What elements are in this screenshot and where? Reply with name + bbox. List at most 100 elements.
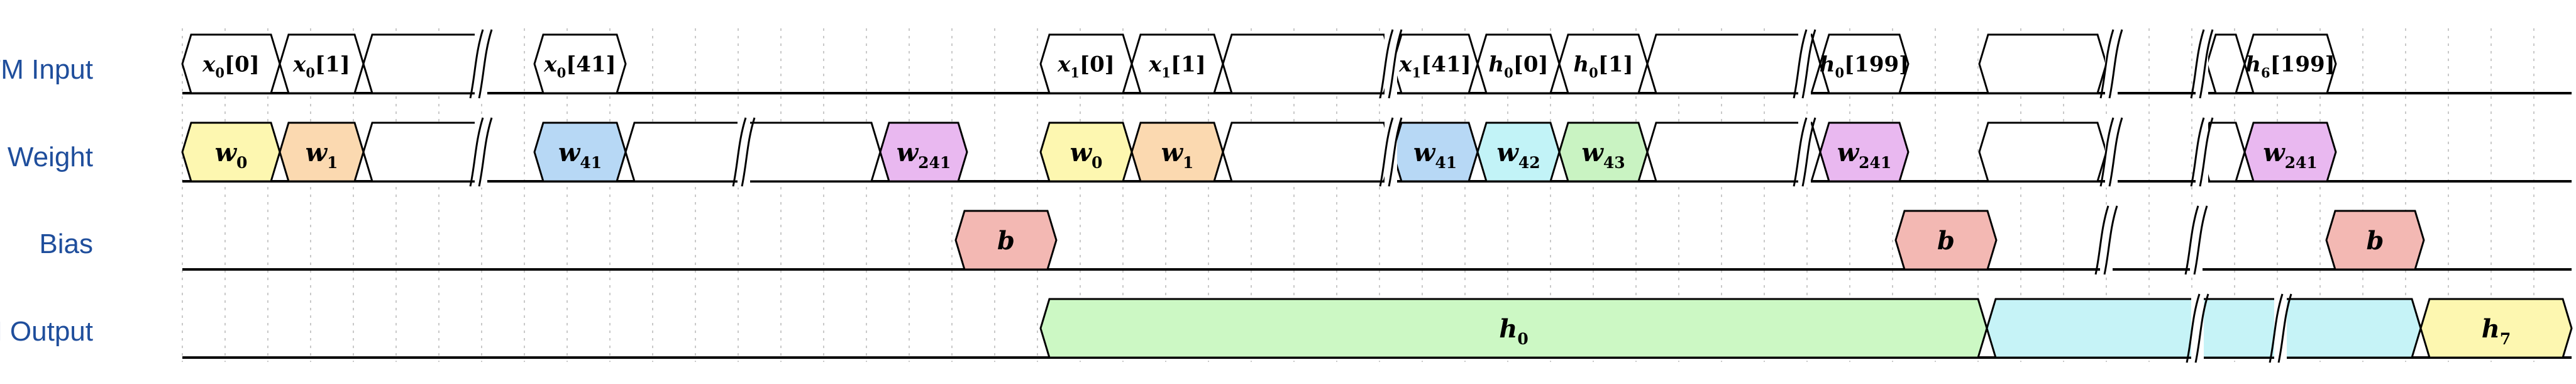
cell-subscript: 1	[1412, 65, 1422, 81]
weight-cell-shape-11	[1558, 121, 1649, 183]
bias-cell-0: b	[954, 210, 1058, 271]
break-mark-1	[1379, 28, 1403, 99]
cell-subscript: 0	[1835, 65, 1844, 81]
row-label-lstm-input: LSTM Input	[0, 54, 93, 85]
cell-symbol: w	[558, 138, 581, 167]
cell-symbol: w	[1581, 138, 1604, 167]
row-label-lstm-output: LSTM Output	[0, 316, 93, 347]
cell-symbol: h	[1488, 52, 1504, 77]
cell-symbol: w	[1161, 138, 1184, 167]
break-mark-12	[2184, 205, 2208, 276]
lstm-input-cell-label-3: x0[41]	[543, 52, 616, 81]
lstm-input-cell-10	[1646, 33, 1821, 94]
weight-cell-shape-4	[624, 121, 882, 183]
break-stroke	[732, 117, 747, 187]
cell-subscript: 1	[1070, 65, 1080, 81]
weight-cell-11: w43	[1558, 121, 1649, 183]
break-stroke	[1379, 117, 1394, 187]
cell-symbol: x	[1057, 52, 1071, 77]
lstm-input-cell-2	[362, 33, 485, 94]
cell-subscript: 0	[1092, 154, 1102, 172]
signal-cells: x0[0]x0[1]x0[41]x1[0]x1[1]x1[41]h0[0]h0[…	[181, 33, 2573, 359]
weight-cell-9: w41	[1391, 121, 1479, 183]
lstm-input-cell-6	[1222, 33, 1394, 94]
break-stroke	[2190, 29, 2205, 99]
lstm-input-cell-9: h0[1]	[1558, 33, 1649, 94]
break-stroke	[478, 117, 493, 187]
cell-subscript: 41	[580, 154, 602, 172]
bias-cell-shape-2	[2325, 210, 2425, 271]
cell-subscript: 0	[557, 65, 567, 81]
lstm-input-cell-5: x1[1]	[1130, 33, 1224, 94]
break-stroke	[2194, 293, 2209, 363]
break-stroke	[2099, 29, 2114, 99]
cell-symbol: b	[997, 226, 1015, 256]
cell-symbol: h	[1820, 52, 1835, 77]
cell-symbol: b	[1937, 226, 1955, 256]
weight-cell-label-3: w41	[558, 138, 602, 172]
cell-index: [1]	[1171, 52, 1206, 77]
cell-index: [1]	[315, 52, 350, 77]
cell-symbol: w	[1496, 138, 1519, 167]
cell-index: [1]	[1598, 52, 1633, 77]
break-mark-14	[2269, 293, 2292, 364]
weight-cell-7: w1	[1130, 121, 1224, 183]
weight-cell-label-1: w1	[306, 138, 338, 172]
lstm-input-cell-label-0: x0[0]	[202, 52, 260, 81]
weight-cell-16: w241	[2243, 121, 2337, 183]
lstm-input-cell-label-14: h6[199]	[2245, 52, 2335, 81]
weight-cell-shape-10	[1476, 121, 1561, 183]
cell-subscript: 0	[1504, 65, 1513, 81]
break-stroke	[1793, 117, 1808, 187]
weight-cell-label-10: w42	[1496, 138, 1540, 172]
weight-cell-shape-9	[1391, 121, 1479, 183]
break-stroke	[1379, 29, 1394, 99]
cell-subscript: 43	[1603, 154, 1625, 172]
break-stroke	[2269, 293, 2284, 363]
lstm-output-cell-shape-2	[2419, 298, 2573, 359]
bias-cell-shape-0	[954, 210, 1058, 271]
row-label-bias: Bias	[39, 229, 93, 259]
break-stroke	[2199, 117, 2214, 187]
weight-cell-6: w0	[1039, 121, 1133, 183]
cell-index: [0]	[224, 52, 260, 77]
break-mark-13	[2186, 293, 2209, 364]
lstm-input-cell-shape-11	[1819, 33, 1910, 94]
cell-subscript: 0	[215, 65, 224, 81]
lstm-input-cell-4: x1[0]	[1039, 33, 1133, 94]
lstm-input-cell-label-7: x1[41]	[1398, 52, 1471, 81]
lstm-input-cell-14: h6[199]	[2243, 33, 2337, 94]
lstm-output-cell-label-0: h0	[1499, 314, 1528, 348]
break-stroke	[1388, 29, 1403, 99]
break-marks	[469, 28, 2292, 364]
bias-cell-shape-1	[1894, 210, 1998, 271]
break-mark-6	[732, 116, 756, 188]
break-stroke	[741, 117, 756, 187]
break-stroke	[1388, 117, 1403, 187]
cell-subscript: 1	[1183, 154, 1193, 172]
weight-cell-label-16: w241	[2263, 138, 2318, 172]
cell-symbol: w	[1413, 138, 1436, 167]
weight-cell-12	[1646, 121, 1821, 183]
weight-cell-shape-12	[1646, 121, 1821, 183]
weight-cell-8	[1222, 121, 1394, 183]
cell-subscript: 1	[327, 154, 338, 172]
break-mark-3	[2099, 28, 2123, 99]
row-label-weight: Weight	[8, 142, 93, 172]
bias-cell-label-1: b	[1937, 226, 1955, 256]
cell-subscript: 7	[2500, 330, 2511, 348]
break-stroke	[2186, 293, 2201, 363]
cell-symbol: x	[1148, 52, 1162, 77]
cell-symbol: b	[2367, 226, 2384, 256]
cell-symbol: h	[1573, 52, 1589, 77]
lstm-input-cell-shape-12	[1978, 33, 2108, 94]
cell-symbol: w	[1070, 138, 1093, 167]
weight-cell-3: w41	[533, 121, 627, 183]
break-stroke	[2184, 205, 2199, 275]
weight-cell-14	[1978, 121, 2108, 183]
cell-symbol: w	[215, 138, 238, 167]
weight-cell-label-13: w241	[1837, 138, 1892, 172]
weight-cell-0: w0	[181, 121, 281, 183]
cell-subscript: 0	[1517, 330, 1528, 348]
cell-subscript: 241	[1859, 154, 1891, 172]
